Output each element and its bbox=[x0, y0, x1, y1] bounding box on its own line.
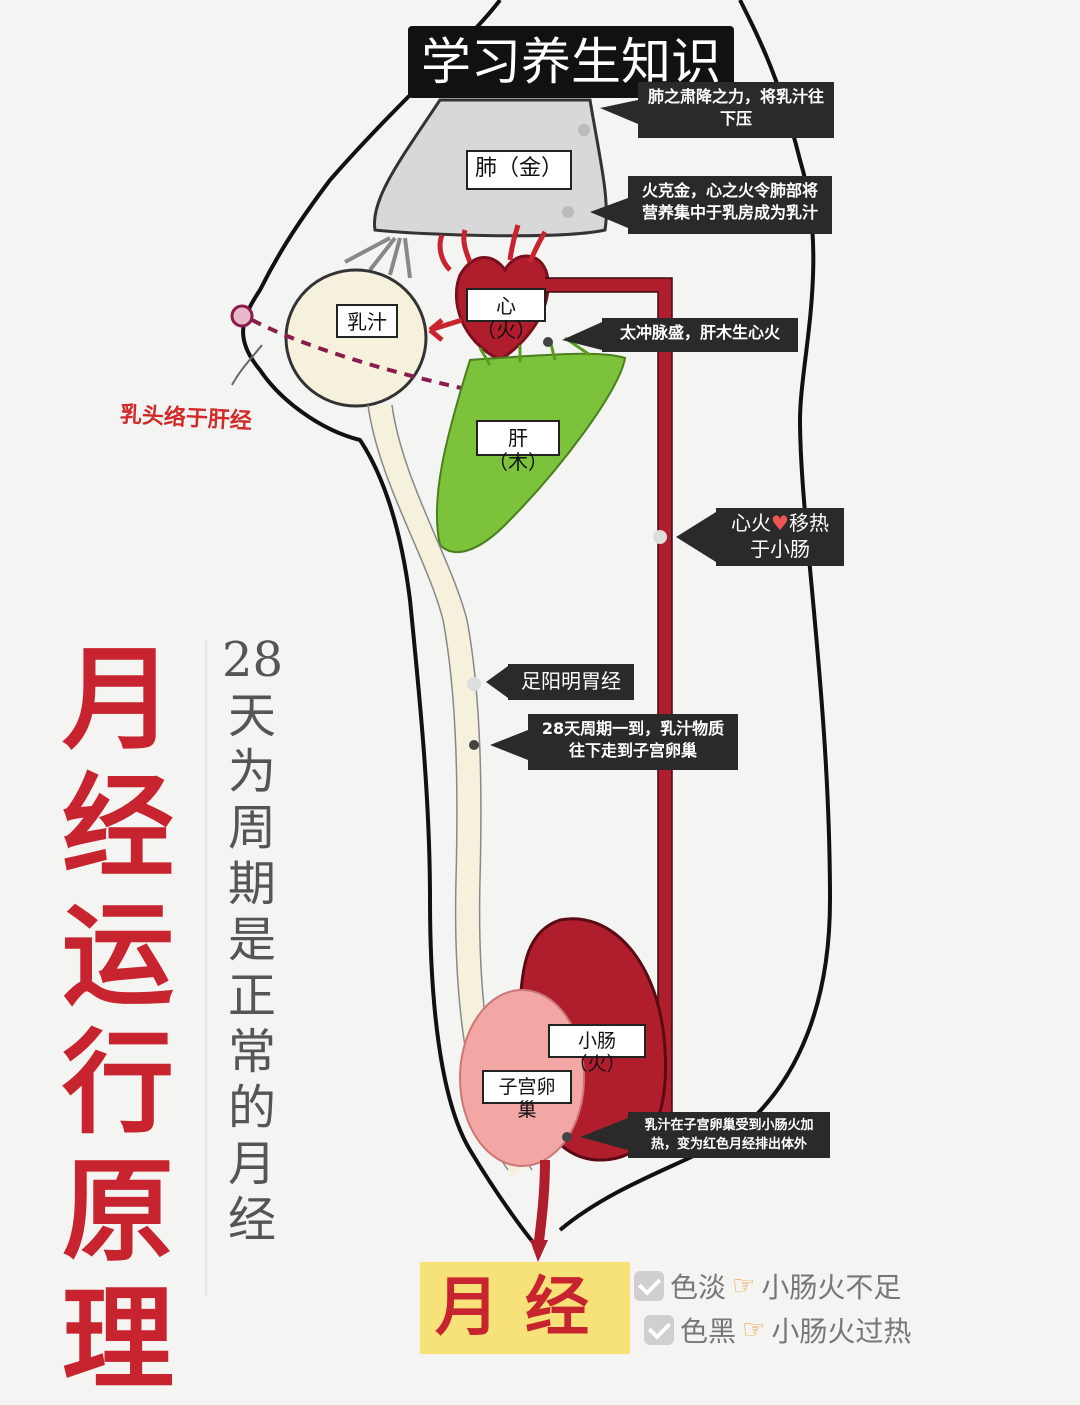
check-icon bbox=[634, 1271, 664, 1301]
vertical-note-char: 周 bbox=[227, 800, 276, 856]
vertical-note-char: 28 bbox=[222, 632, 284, 688]
vertical-note-char: 天 bbox=[227, 688, 276, 744]
check-icon bbox=[644, 1315, 674, 1345]
milk-label: 乳汁 bbox=[336, 304, 398, 338]
vertical-note-char: 正 bbox=[227, 968, 276, 1024]
heart-to-milk-arrow bbox=[428, 317, 463, 342]
big-title-char: 运 bbox=[62, 891, 174, 1021]
big-title-char: 经 bbox=[62, 763, 174, 893]
diagram-canvas: 学习养生知识 肺（金） 乳汁 心（火） 肝（木） 小肠（火） 子宫卵巢 肺之肃降… bbox=[0, 0, 1080, 1356]
big-title-char: 原 bbox=[62, 1147, 174, 1277]
heart-to-intestine-vessel bbox=[545, 278, 672, 1120]
lung-label: 肺（金） bbox=[466, 150, 572, 190]
heart-fire-icon: ♥ bbox=[771, 511, 789, 535]
nipple-shape bbox=[230, 304, 254, 328]
liver-label: 肝（木） bbox=[476, 420, 560, 474]
big-title: 月 经 运 行 原 理 bbox=[58, 636, 178, 1404]
callout-dots bbox=[467, 124, 667, 1142]
vertical-note-char: 期 bbox=[227, 856, 276, 912]
vertical-note-char: 经 bbox=[227, 1192, 276, 1248]
nipple-meridian-arrow bbox=[231, 344, 263, 386]
heart-to-intestine-vessel-outline bbox=[545, 277, 673, 1120]
callout-fire-metal: 火克金，心之火令肺部将营养集中于乳房成为乳汁 bbox=[628, 176, 832, 234]
big-title-char: 行 bbox=[62, 1019, 174, 1149]
vertical-note-char: 是 bbox=[227, 912, 276, 968]
big-title-char: 月 bbox=[62, 635, 174, 765]
legend-row-dark: 色黑 ☞ 小肠火过热 bbox=[644, 1310, 911, 1350]
nipple-note: 乳头络于肝经 bbox=[119, 402, 253, 435]
legend-row-light: 色淡 ☞ 小肠火不足 bbox=[634, 1266, 901, 1306]
callout-stomach-meridian: 足阳明胃经 bbox=[508, 664, 634, 700]
callout-heart-fire-text3: 于小肠 bbox=[750, 537, 810, 561]
callout-lung-descend: 肺之肃降之力，将乳汁往下压 bbox=[638, 82, 834, 138]
menses-label: 月经 bbox=[420, 1262, 630, 1354]
callout-heart-fire: 心火♥移热 于小肠 bbox=[716, 508, 844, 566]
vertical-note-char: 为 bbox=[227, 744, 276, 800]
vertical-note-char: 的 bbox=[227, 1080, 276, 1136]
milk-shape bbox=[284, 268, 428, 408]
callout-heart-fire-text2: 移热 bbox=[788, 511, 829, 535]
legend-meaning: 小肠火过热 bbox=[771, 1315, 912, 1348]
callout-heated: 乳汁在子宫卵巢受到小肠火加热，变为红色月经排出体外 bbox=[628, 1112, 830, 1158]
vertical-note: 28 天 为 周 期 是 正 常 的 月 经 bbox=[222, 632, 284, 1248]
nipple-meridian bbox=[251, 318, 471, 392]
menses-outflow-arrow bbox=[530, 1240, 548, 1262]
menses-outflow bbox=[533, 1159, 550, 1251]
pointing-hand-icon: ☞ bbox=[742, 1315, 766, 1345]
legend-meaning: 小肠火不足 bbox=[761, 1271, 902, 1304]
legend-color-word: 色淡 bbox=[670, 1271, 727, 1304]
heart-label: 心（火） bbox=[466, 288, 546, 342]
small-intestine-label: 小肠（火） bbox=[548, 1024, 646, 1075]
callout-cycle-28: 28天周期一到，乳汁物质往下走到子宫卵巢 bbox=[528, 714, 738, 770]
big-title-char: 理 bbox=[62, 1275, 174, 1405]
callout-heart-fire-text1: 心火 bbox=[731, 511, 772, 535]
callout-pointers bbox=[486, 100, 716, 1150]
uterus-ovary-label: 子宫卵巢 bbox=[482, 1070, 572, 1121]
heart-vessels bbox=[437, 224, 548, 272]
legend-color-word: 色黑 bbox=[680, 1315, 737, 1348]
vertical-note-char: 常 bbox=[227, 1024, 276, 1080]
vertical-note-char: 月 bbox=[227, 1136, 276, 1192]
pointing-hand-icon: ☞ bbox=[732, 1271, 756, 1301]
lung-to-milk-arrows bbox=[344, 236, 412, 279]
callout-taichong: 太冲脉盛，肝木生心火 bbox=[602, 318, 798, 352]
